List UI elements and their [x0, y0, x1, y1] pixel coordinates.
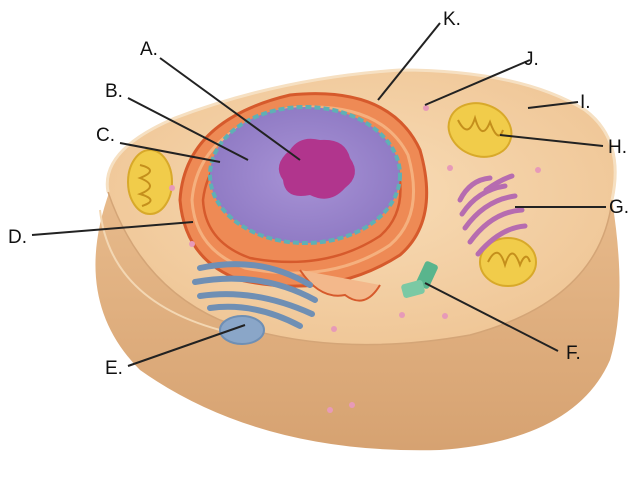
plasma-membrane [105, 68, 617, 201]
nucleolus [278, 138, 355, 199]
leader-line-j [424, 59, 531, 106]
cytoplasm-granules [169, 105, 541, 413]
label-j: J. [524, 49, 539, 70]
vesicle-stack [192, 261, 318, 329]
leader-line-d [31, 221, 194, 236]
label-h: H. [608, 137, 627, 158]
label-b: B. [105, 81, 123, 102]
mitochondrion-lower-right [479, 237, 537, 287]
leader-line-c [119, 142, 221, 163]
cell-membrane-edge [99, 209, 221, 331]
label-c: C. [96, 125, 115, 146]
leader-line-k [377, 22, 441, 101]
leader-line-b [127, 97, 249, 161]
leader-line-a [159, 57, 301, 161]
label-e: E. [105, 358, 123, 379]
label-i: I. [580, 92, 591, 113]
label-d: D. [8, 227, 27, 248]
label-a: A. [140, 39, 158, 60]
label-g: G. [609, 197, 630, 218]
leader-line-e [127, 324, 246, 367]
vesicle-bulb [219, 315, 265, 345]
label-f: F. [566, 343, 581, 364]
leader-line-h [499, 134, 604, 147]
centrioles [401, 261, 438, 298]
mitochondrion-left [127, 149, 173, 215]
label-k: K. [443, 9, 461, 30]
leader-line-i [527, 101, 579, 109]
leader-line-f [424, 282, 559, 352]
golgi-apparatus [457, 173, 528, 257]
cell-side-wall [95, 190, 620, 451]
mitochondrion-upper-right [447, 102, 513, 158]
leader-lines [31, 22, 606, 367]
